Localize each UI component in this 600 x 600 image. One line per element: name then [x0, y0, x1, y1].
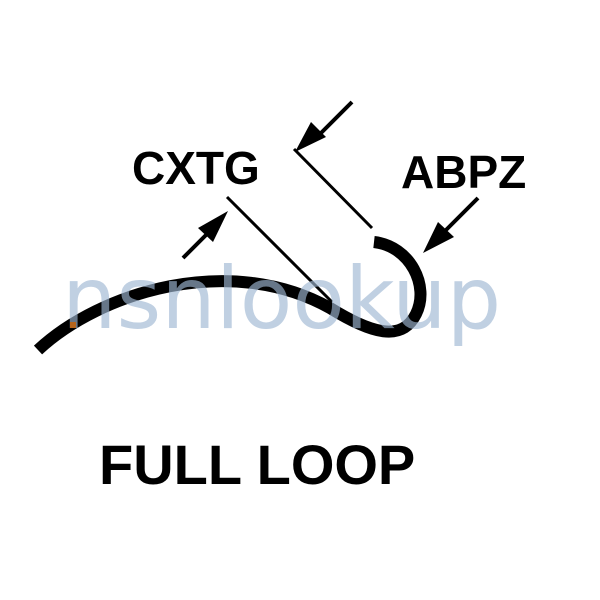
- cxtg-arrow-upper: [295, 100, 354, 152]
- wire-end-marker: [70, 322, 76, 328]
- cxtg-arrow-lower: [181, 211, 228, 260]
- cxtg-label: CXTG: [132, 142, 260, 194]
- cxtg-extension-line-upper: [292, 147, 374, 230]
- cxtg-extension-line-lower: [225, 195, 334, 304]
- abpz-label: ABPZ: [401, 146, 526, 198]
- wire-loop: [33, 236, 427, 355]
- watermark: nsnlookup: [62, 249, 501, 349]
- diagram-title: FULL LOOP: [99, 433, 415, 496]
- abpz-arrow: [423, 196, 480, 253]
